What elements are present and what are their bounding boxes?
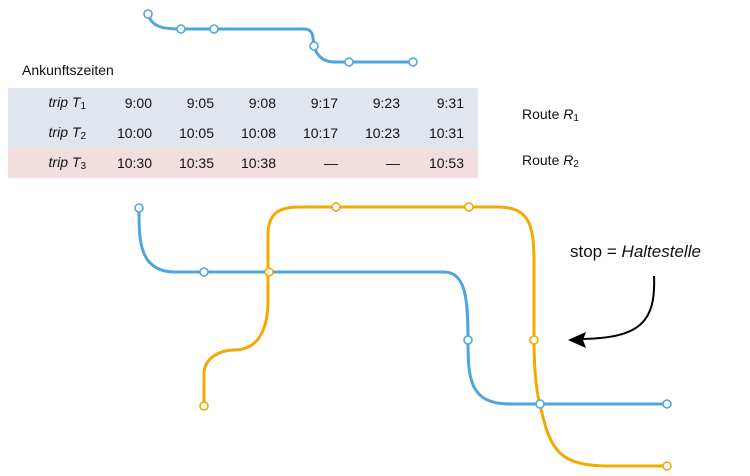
route-r1-label: Route R1 xyxy=(522,106,579,124)
route-symbol: R xyxy=(563,152,574,168)
stop-marker xyxy=(464,202,474,212)
arrival-time: 9:31 xyxy=(436,95,464,111)
route-index: 2 xyxy=(573,159,579,170)
stop-marker xyxy=(264,267,274,277)
mini-stop xyxy=(344,57,354,67)
equals-sign: = xyxy=(606,242,617,261)
arrival-time: — xyxy=(324,155,338,171)
arrival-time: 10:00 xyxy=(116,125,152,141)
route-prefix: Route xyxy=(522,106,560,122)
arrival-time: 10:35 xyxy=(178,155,214,171)
arrival-time: 9:08 xyxy=(248,95,276,111)
mini-route-line xyxy=(146,13,413,64)
trip-index: 3 xyxy=(80,161,86,172)
trip-symbol: T xyxy=(71,124,81,140)
route-r1-stops xyxy=(134,203,672,409)
arrival-time: 10:23 xyxy=(364,125,400,141)
trip-label: trip T1 xyxy=(8,88,90,118)
table-row: trip T3 10:30 10:35 10:38 — — 10:53 xyxy=(8,148,478,178)
arrival-time: 10:31 xyxy=(428,125,464,141)
stop-marker xyxy=(662,461,672,471)
term-de: Haltestelle xyxy=(621,242,701,261)
arrival-time: 10:17 xyxy=(302,125,338,141)
mini-route-stops xyxy=(143,9,418,67)
route-symbol: R xyxy=(563,106,574,122)
stop-marker xyxy=(199,401,209,411)
stop-marker xyxy=(662,399,672,409)
route-prefix: Route xyxy=(522,152,560,168)
stop-marker xyxy=(535,399,545,409)
table-row: trip T2 10:00 10:05 10:08 10:17 10:23 10… xyxy=(8,118,478,148)
trip-symbol: T xyxy=(71,154,81,170)
mini-stop xyxy=(408,57,418,67)
trip-index: 2 xyxy=(80,131,86,142)
route-r2-line xyxy=(202,205,667,468)
stop-marker xyxy=(529,335,539,345)
arrival-time: 9:23 xyxy=(372,95,400,111)
table-row: trip T1 9:00 9:05 9:08 9:17 9:23 9:31 xyxy=(8,88,478,118)
trip-name: trip xyxy=(48,154,68,170)
arrival-time: 10:38 xyxy=(240,155,276,171)
arrival-time: 9:00 xyxy=(124,95,152,111)
timetable-caption: Ankunftszeiten xyxy=(22,62,114,78)
route-r2-stops xyxy=(199,202,672,471)
route-r2-label: Route R2 xyxy=(522,152,579,170)
term-en: stop xyxy=(570,242,603,261)
stop-definition-label: stop = Haltestelle xyxy=(570,242,701,262)
mini-stop xyxy=(143,9,153,19)
mini-stop xyxy=(176,24,186,34)
annotation-arrow-line xyxy=(581,275,656,340)
mini-stop xyxy=(209,24,219,34)
arrival-time: — xyxy=(386,155,400,171)
arrival-timetable: trip T1 9:00 9:05 9:08 9:17 9:23 9:31 tr… xyxy=(8,88,478,178)
arrival-time: 9:05 xyxy=(186,95,214,111)
trip-label: trip T2 xyxy=(8,118,90,148)
arrival-time: 10:53 xyxy=(428,155,464,171)
stop-marker xyxy=(199,267,209,277)
trip-name: trip xyxy=(48,94,68,110)
mini-stop xyxy=(309,41,319,51)
route-index: 1 xyxy=(573,113,579,124)
trip-index: 1 xyxy=(80,101,86,112)
route-r1-line xyxy=(137,207,667,406)
stop-marker xyxy=(134,203,144,213)
arrival-time: 10:05 xyxy=(178,125,214,141)
arrival-time: 9:17 xyxy=(310,95,338,111)
trip-symbol: T xyxy=(71,94,81,110)
stop-marker xyxy=(331,202,341,212)
trip-label: trip T3 xyxy=(8,148,90,178)
arrival-time: 10:30 xyxy=(116,155,152,171)
trip-name: trip xyxy=(48,124,68,140)
arrow-head-icon xyxy=(568,332,586,348)
stop-marker xyxy=(463,335,473,345)
arrival-time: 10:08 xyxy=(240,125,276,141)
